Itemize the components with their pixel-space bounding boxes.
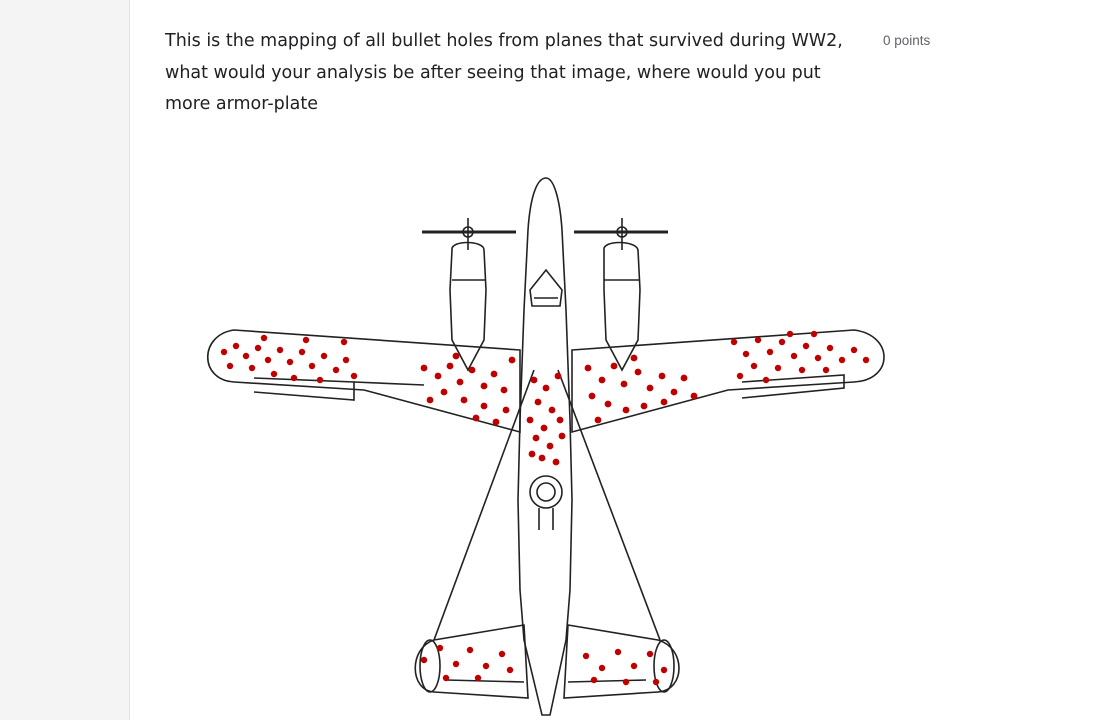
question-text: This is the mapping of all bullet holes … (165, 31, 843, 114)
airplane-svg (207, 177, 885, 716)
bullet-holes (220, 330, 870, 686)
airplane-diagram (194, 170, 894, 720)
airplane-outline (207, 177, 885, 716)
question-card: This is the mapping of all bullet holes … (129, 0, 1101, 720)
points-label: 0 points (883, 33, 931, 48)
